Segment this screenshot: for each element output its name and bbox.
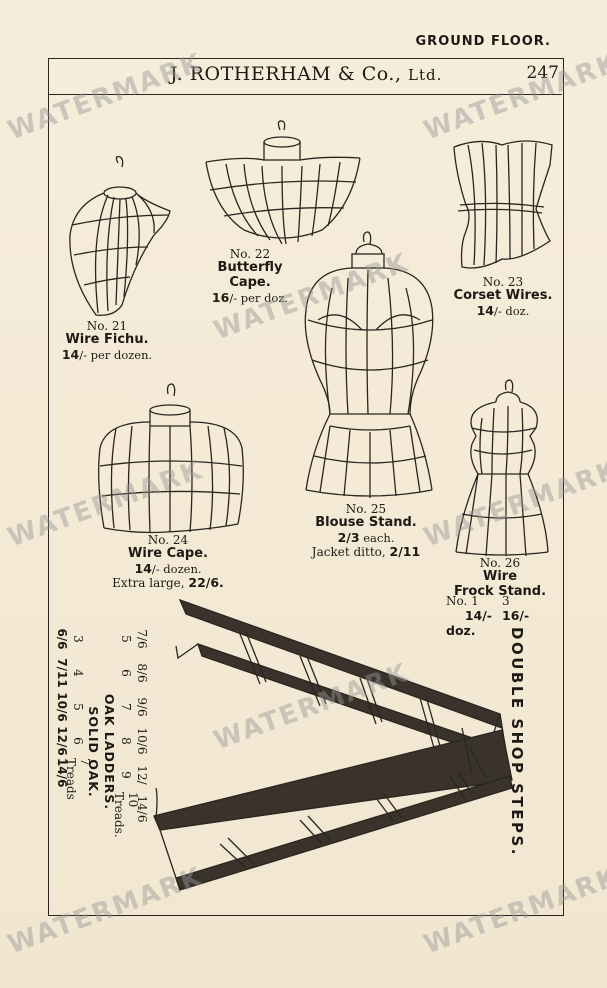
butterfly-cape-number: No. 22 [229,247,271,261]
oak-ladder-price-8: 10/6 [135,727,149,755]
frock-stand-sizes: No. 1 3 14/-16/- doz. [446,594,558,639]
oak-ladders-label-row: OAK LADDERS. [102,622,118,882]
blouse-stand-price: 2/3 each. [306,529,426,545]
frock-stand-size-row: No. 1 3 [446,594,558,609]
blouse-stand-number: No. 25 [345,502,387,516]
oak-ladder-prices-row: 7/6 8/6 9/6 10/6 12/ 14/6 [134,622,150,882]
solid-oak-price-5: 10/6 [55,692,69,722]
oak-ladder-price-7: 9/6 [135,697,149,717]
solid-oak-price-4: 7/11 [55,658,69,688]
firm-name: J. ROTHERHAM & Co., Ltd. [170,63,442,85]
blouse-stand-price-suffix: each. [359,530,395,545]
wire-cape-extra-large: Extra large, 22/6. [108,574,228,590]
jacket-ditto-price-value: 2/11 [389,543,421,559]
wire-fichu-name: Wire Fichu. [65,332,149,348]
wire-cape-extra-label: Extra large, [112,575,185,590]
ladder-treads-6: 6 [119,669,133,677]
ladder-treads-8: 8 [119,737,133,745]
frock-stand-caption: No. 26 Wire Frock Stand. [440,556,560,600]
jacket-ditto-price: Jacket ditto, 2/11 [306,543,426,559]
header-rule [48,94,562,95]
wire-cape-caption: No. 24 Wire Cape. 14/- dozen. Extra larg… [108,533,228,590]
solid-oak-price-7: 14/6 [55,758,69,788]
oak-ladders-label: OAK LADDERS. [102,693,118,811]
blouse-stand-name: Blouse Stand. [315,515,417,531]
corset-wires-illustration [453,140,553,269]
floor-label: GROUND FLOOR. [415,34,551,49]
wire-fichu-number: No. 21 [86,319,128,333]
wire-cape-price-value: 14 [134,560,152,576]
shop-steps-price-table: 7/6 8/6 9/6 10/6 12/ 14/6 5 6 7 8 9 10 T… [55,622,150,882]
wire-cape-name: Wire Cape. [128,546,208,562]
steps-treads-3: 3 [71,635,85,643]
corset-wires-name: Corset Wires. [453,288,553,304]
butterfly-cape-price: 16/- per doz. [205,289,295,305]
solid-oak-prices-row: 6/6 7/11 10/6 12/6 14/6 [54,622,70,882]
solid-oak-label: SOLID OAK. [86,706,102,798]
steps-treads-6: 6 [71,737,85,745]
steps-treads-4: 4 [71,669,85,677]
steps-treads-5: 5 [71,703,85,711]
double-shop-steps-illustration [153,598,513,891]
solid-oak-treads-row: 3 4 5 6 7 Treads [64,622,92,882]
ladder-treads-5: 5 [119,635,133,643]
firm-suffix: Ltd. [408,66,443,84]
firm-text: J. ROTHERHAM & Co., [170,63,402,85]
wire-cape-extra-price: 22/6. [188,574,224,590]
oak-ladder-treads-row: 5 6 7 8 9 10 Treads. [112,622,140,882]
frock-stand-name-2: Frock Stand. [453,583,547,599]
butterfly-cape-name-2: Cape. [229,274,271,290]
butterfly-cape-price-suffix: /- per doz. [229,290,289,305]
blouse-stand-price-value: 2/3 [337,529,360,545]
corset-wires-price-suffix: /- doz. [493,303,530,318]
wire-fichu-illustration [69,155,171,316]
frock-stand-price-1: 14/- [464,607,492,623]
solid-oak-label-row: SOLID OAK. [86,622,102,882]
corset-wires-number: No. 23 [482,275,524,289]
solid-oak-price-3: 6/6 [55,628,69,650]
frock-stand-name-1: Wire [482,569,518,585]
jacket-ditto-label: Jacket ditto, [311,544,386,559]
frock-stand-illustration [455,379,549,557]
frock-stand-size-1: No. 1 [446,594,479,608]
ladder-treads-9: 9 [119,771,133,779]
butterfly-cape-price-value: 16 [211,289,230,305]
wire-cape-illustration [98,383,244,534]
frock-stand-price-3: 16/- doz. [446,607,530,638]
oak-ladder-price-9: 12/ [135,765,149,785]
frock-stand-size-3: 3 [502,594,510,608]
wire-cape-price-suffix: /- dozen. [151,561,202,576]
oak-ladder-price-5: 7/6 [135,629,149,649]
wire-cape-price: 14/- dozen. [108,560,228,576]
page-number: 247 [526,63,559,83]
wire-fichu-price-suffix: /- per dozen. [79,347,153,362]
wire-fichu-price-value: 14 [61,346,80,362]
butterfly-cape-caption: No. 22 Butterfly Cape. 16/- per doz. [205,247,295,305]
ladder-treads-7: 7 [119,703,133,711]
blouse-stand-caption: No. 25 Blouse Stand. 2/3 each. Jacket di… [306,502,426,559]
wire-cape-number: No. 24 [147,533,189,547]
corset-wires-price: 14/- doz. [448,302,558,318]
solid-oak-price-6: 12/6 [55,726,69,756]
corset-wires-caption: No. 23 Corset Wires. 14/- doz. [448,275,558,318]
oak-ladder-price-6: 8/6 [135,663,149,683]
butterfly-cape-illustration [205,120,361,245]
frock-stand-price-row: 14/-16/- doz. [446,607,558,639]
double-shop-steps-title: DOUBLE SHOP STEPS. [508,627,526,857]
corset-wires-price-value: 14 [476,302,494,318]
wire-fichu-caption: No. 21 Wire Fichu. 14/- per dozen. [52,319,162,362]
frock-stand-number: No. 26 [479,556,521,570]
wire-fichu-price: 14/- per dozen. [52,346,162,362]
blouse-stand-illustration [304,231,434,498]
butterfly-cape-name-1: Butterfly [217,260,283,276]
catalogue-frame [48,58,564,916]
